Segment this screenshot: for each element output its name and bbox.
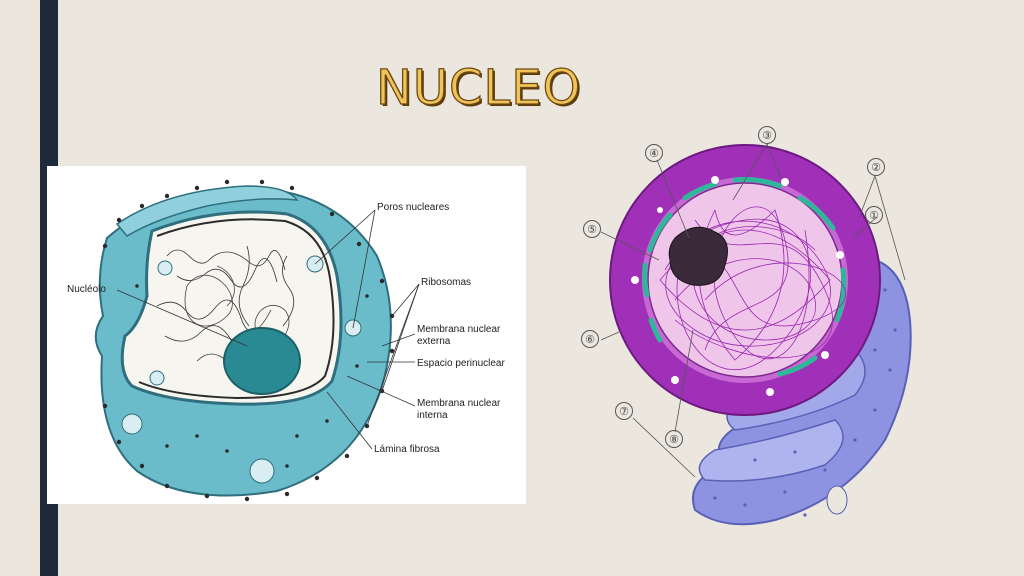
- marker-8: ⑧: [665, 430, 683, 448]
- label-poros-nucleares: Poros nucleares: [377, 202, 450, 213]
- label-ribosomas: Ribosomas: [421, 277, 472, 288]
- label-membrana-interna-2: interna: [417, 410, 448, 421]
- nucleus-diagram-left: Poros nucleares Ribosomas Nucléolo Membr…: [47, 166, 526, 504]
- nucleus-illustration-left: [94, 179, 420, 502]
- marker-3: ③: [758, 126, 776, 144]
- label-espacio-perinuclear: Espacio perinuclear: [417, 358, 505, 369]
- slide-title: NUCLEO: [375, 60, 582, 116]
- label-lamina-fibrosa: Lámina fibrosa: [374, 444, 440, 455]
- marker-2: ②: [867, 158, 885, 176]
- nucleus-illustration-right: [600, 143, 912, 526]
- label-nucleolo: Nucléolo: [67, 284, 106, 295]
- marker-4: ④: [645, 144, 663, 162]
- marker-1: ①: [865, 206, 883, 224]
- nucleus-diagram-right: ① ② ③ ④ ⑤ ⑥ ⑦ ⑧: [575, 120, 995, 540]
- label-membrana-interna-1: Membrana nuclear: [417, 398, 501, 409]
- label-membrana-externa-1: Membrana nuclear: [417, 324, 501, 335]
- marker-6: ⑥: [581, 330, 599, 348]
- marker-5: ⑤: [583, 220, 601, 238]
- label-membrana-externa-2: externa: [417, 336, 451, 347]
- marker-7: ⑦: [615, 402, 633, 420]
